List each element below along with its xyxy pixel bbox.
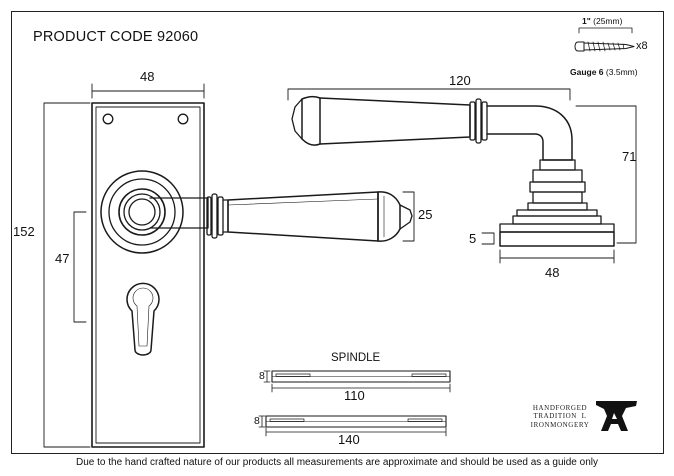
keyhole-offset-label: 47 bbox=[55, 251, 70, 266]
screw-icon bbox=[574, 27, 635, 52]
screw-length-metric: (25mm) bbox=[593, 16, 623, 26]
brand-text: HANDFORGED TRADITION L IRONMONGERY bbox=[521, 404, 599, 429]
rose-width-label: 48 bbox=[545, 265, 560, 280]
spindle-length-long: 140 bbox=[338, 432, 360, 447]
screw-gauge: Gauge 6 (3.5mm) bbox=[570, 67, 638, 77]
anvil-logo bbox=[596, 401, 637, 431]
spindle-size-short: 8 bbox=[259, 370, 265, 382]
euro-keyhole bbox=[126, 282, 160, 356]
rose-thickness-label: 5 bbox=[469, 231, 477, 246]
side-length-label: 120 bbox=[449, 73, 471, 88]
spindle-size-long: 8 bbox=[254, 415, 260, 427]
lever-side bbox=[291, 95, 615, 247]
brand-divider: L bbox=[581, 412, 587, 421]
footer-disclaimer: Due to the hand crafted nature of our pr… bbox=[76, 457, 598, 468]
plate-height-label: 152 bbox=[13, 224, 35, 239]
lever-front bbox=[149, 191, 413, 242]
drawing-border bbox=[11, 11, 664, 454]
spindle-title: SPINDLE bbox=[331, 352, 381, 364]
dimension-lines bbox=[43, 83, 637, 448]
screw-length-label: 1" (25mm) bbox=[582, 16, 623, 26]
screw-gauge-metric: (3.5mm) bbox=[605, 67, 638, 77]
backplate bbox=[91, 102, 205, 448]
brand-line-1: HANDFORGED bbox=[532, 404, 588, 412]
spindle-short bbox=[263, 370, 451, 393]
product-code: PRODUCT CODE 92060 bbox=[33, 29, 199, 45]
plate-width-label: 48 bbox=[140, 69, 155, 84]
rose-front bbox=[100, 170, 184, 254]
brand-line-2: TRADITION L bbox=[533, 412, 587, 421]
spindle-length-short: 110 bbox=[344, 388, 365, 403]
screw-quantity: x8 bbox=[636, 40, 648, 52]
spindle-long bbox=[258, 415, 447, 437]
lever-diameter-label: 25 bbox=[418, 207, 433, 222]
side-height-label: 71 bbox=[622, 149, 637, 164]
brand-line-3: IRONMONGERY bbox=[530, 420, 590, 429]
